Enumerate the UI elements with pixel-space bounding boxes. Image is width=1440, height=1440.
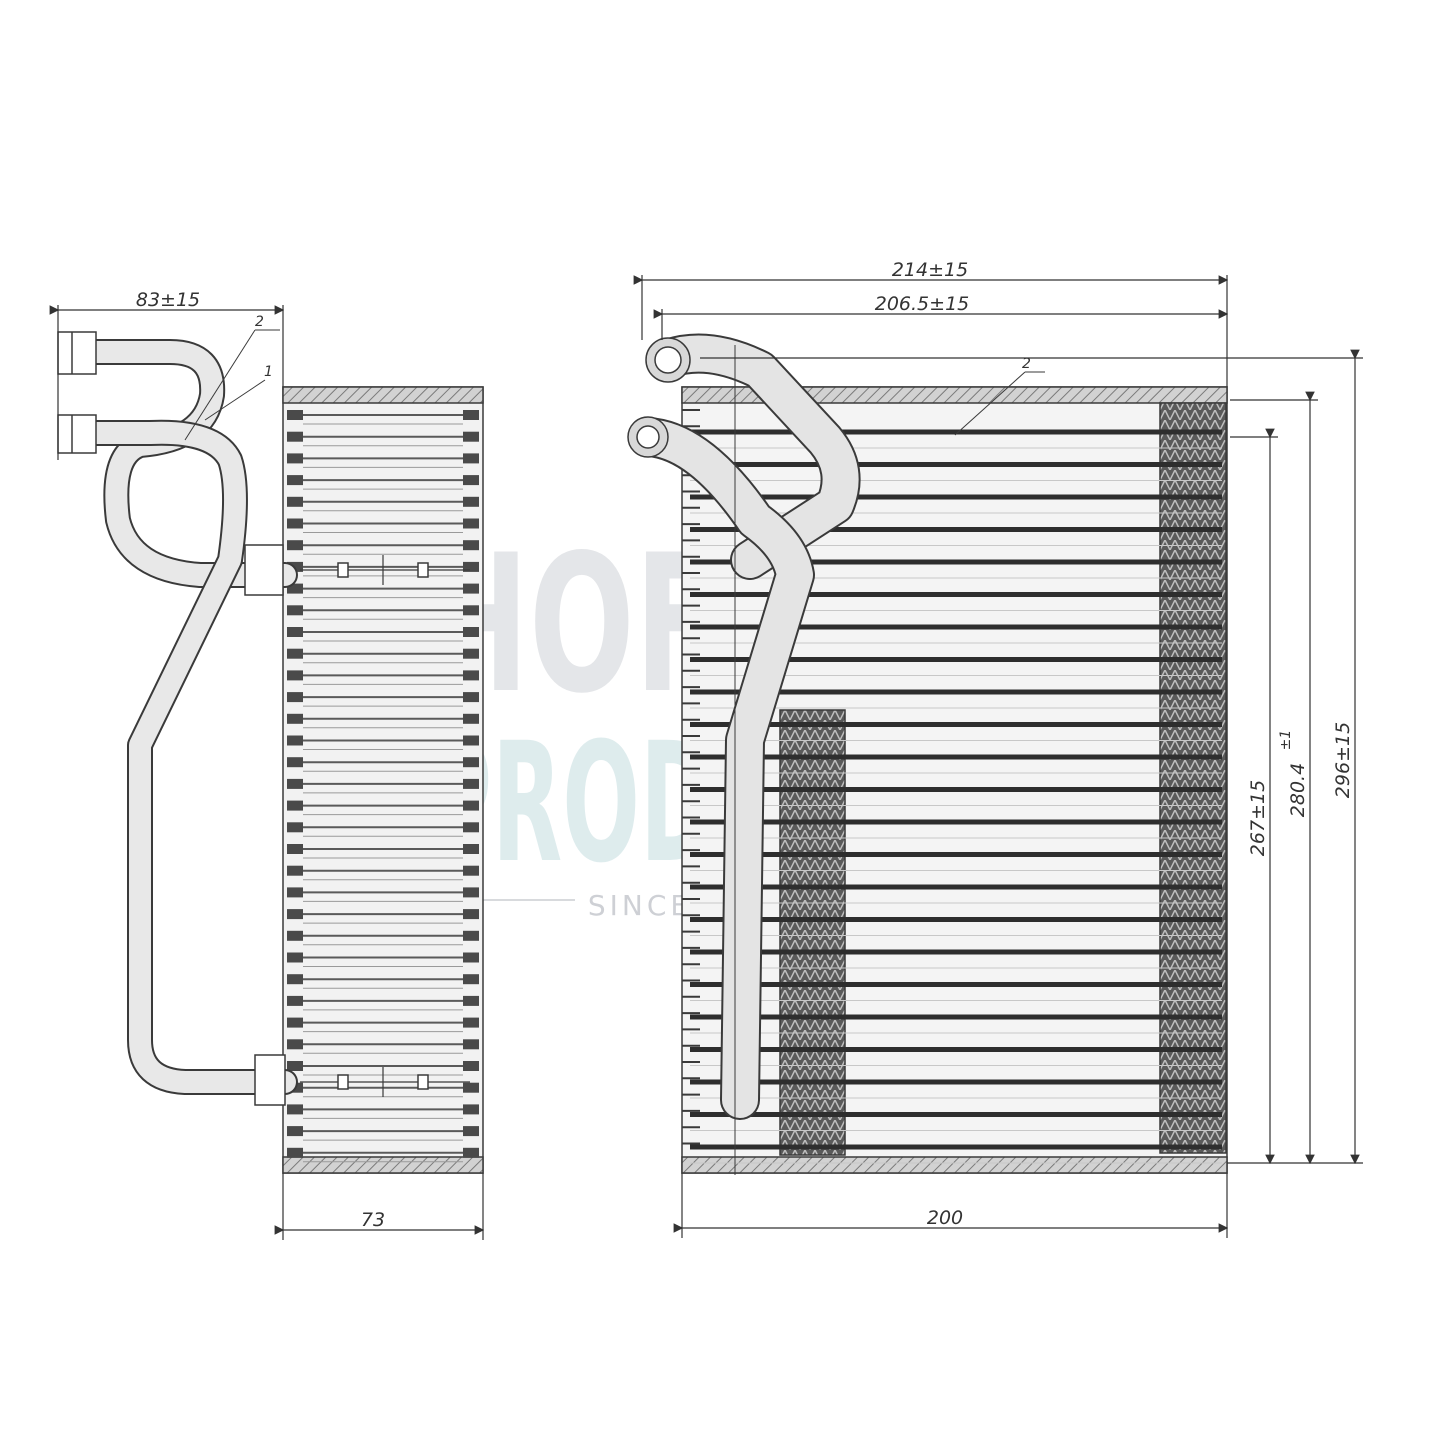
front-callout-2: 2 (1022, 356, 1031, 372)
side-view (57, 329, 484, 1174)
side-view-core (282, 386, 484, 1174)
side-view-fin-rows (287, 410, 479, 1163)
dim-front-total-width: 214±15 (892, 259, 968, 281)
front-view-fin-block-right (1159, 402, 1227, 1154)
side-view-connector-upper (57, 331, 97, 375)
dim-height-2-tolerance: ±1 (1278, 730, 1294, 751)
side-view-top-plate (282, 386, 484, 404)
side-view-connector-lower (57, 414, 97, 454)
front-view-tube-rows (690, 429, 1222, 1164)
front-view-bottom-plate (681, 1156, 1228, 1174)
watermark-line3: SINCE (588, 889, 692, 922)
dim-front-width-2: 206.5±15 (875, 293, 970, 315)
front-view-dimension-lines (633, 275, 1363, 1238)
side-callout-1: 1 (264, 364, 273, 380)
front-view-fin-block-left (779, 709, 846, 1156)
dim-side-core-depth: 73 (361, 1209, 385, 1231)
side-callout-2: 2 (255, 314, 264, 330)
dim-front-core-width: 200 (927, 1207, 963, 1229)
side-view-dimension-lines (49, 305, 485, 1240)
front-view (627, 333, 1228, 1175)
side-view-bottom-plate (282, 1156, 484, 1174)
dim-height-3: 296±15 (1332, 722, 1354, 798)
dim-height-1: 267±15 (1247, 780, 1269, 856)
front-view-top-plate (681, 386, 1228, 404)
dim-height-2: 280.4 (1287, 763, 1309, 817)
front-view-pipes (627, 333, 861, 1175)
dim-side-top-width: 83±15 (136, 289, 200, 311)
